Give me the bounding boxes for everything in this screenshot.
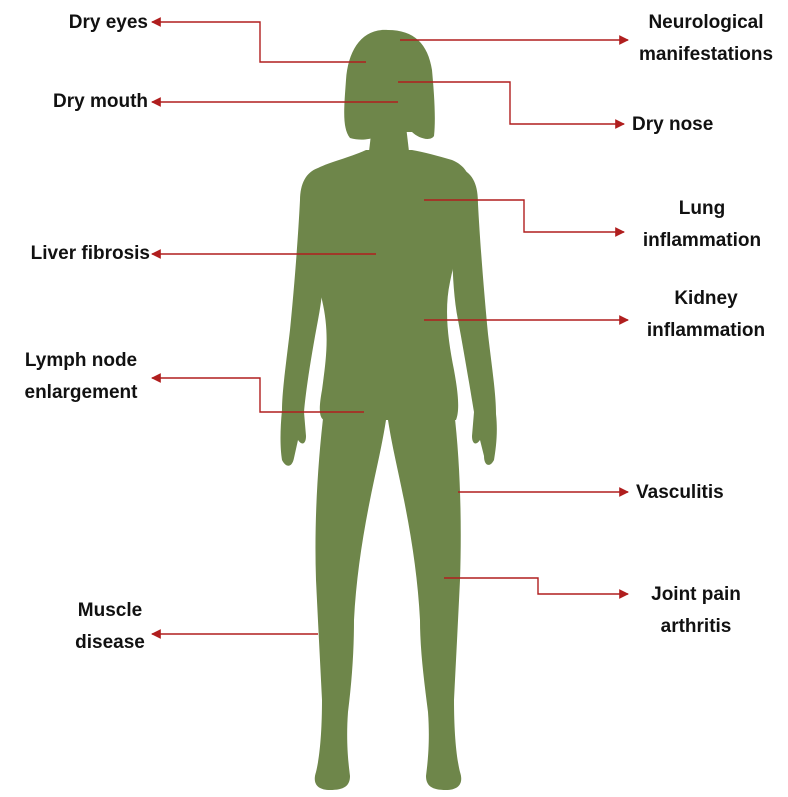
label-neuro-line2: manifestations xyxy=(626,40,786,70)
label-lung-line2: inflammation xyxy=(624,226,780,256)
label-muscle-line1: Muscle xyxy=(40,596,180,626)
leader-dry-eyes xyxy=(152,22,366,62)
label-lung-line1: Lung xyxy=(624,194,780,224)
label-joint-line1: Joint pain xyxy=(626,580,766,610)
label-vasculitis: Vasculitis xyxy=(636,478,776,508)
left-arm-shape xyxy=(281,168,327,466)
label-lymph-node-line2: enlargement xyxy=(10,378,152,408)
label-liver-fibrosis: Liver fibrosis xyxy=(4,239,150,269)
label-muscle-line2: disease xyxy=(40,628,180,658)
head-shape xyxy=(344,30,435,140)
leader-joint xyxy=(444,578,628,594)
torso-shape xyxy=(307,150,470,420)
label-dry-eyes: Dry eyes xyxy=(20,8,148,38)
label-lymph-node-line1: Lymph node xyxy=(10,346,152,376)
label-neuro-line1: Neurological xyxy=(626,8,786,38)
label-joint-line2: arthritis xyxy=(626,612,766,642)
right-leg-shape xyxy=(388,410,461,790)
label-kidney-line2: inflammation xyxy=(628,316,784,346)
label-dry-nose: Dry nose xyxy=(632,110,772,140)
label-kidney-line1: Kidney xyxy=(628,284,784,314)
left-leg-shape xyxy=(315,410,386,790)
right-arm-shape xyxy=(452,168,497,465)
female-silhouette xyxy=(281,30,497,790)
label-dry-mouth: Dry mouth xyxy=(20,87,148,117)
